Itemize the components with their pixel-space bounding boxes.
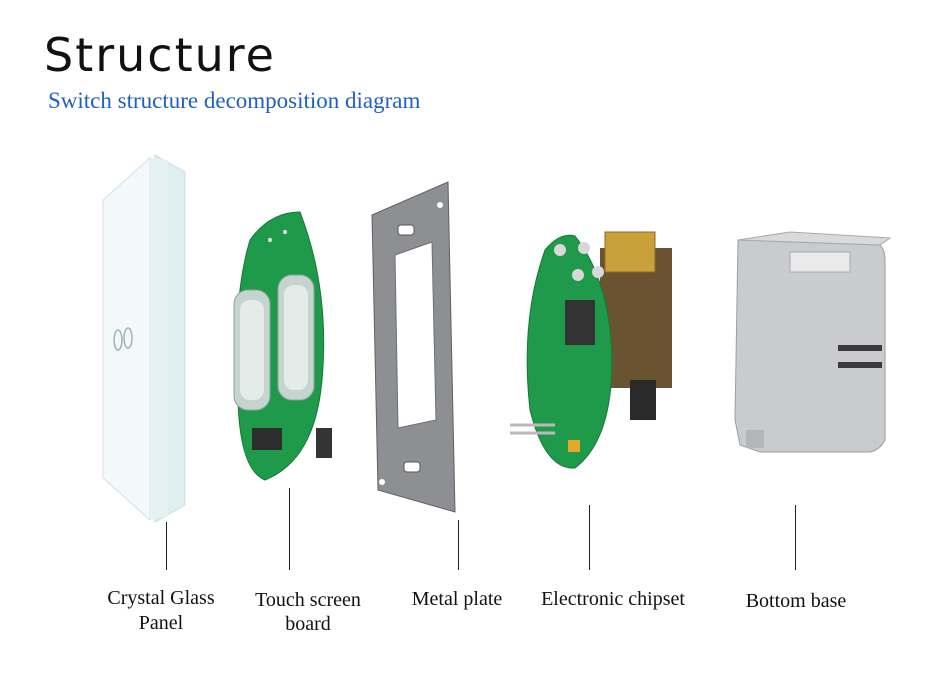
label-electronic-chipset: Electronic chipset [528,587,698,612]
touch-screen-board-image [233,211,332,481]
label-line-2: Panel [138,612,184,634]
page-subtitle: Switch structure decomposition diagram [48,88,421,113]
crystal-glass-leader-line [166,522,167,570]
crystal-glass-panel-image [102,154,186,523]
page-title: Structure [44,28,276,82]
electronic-chipset-image [510,231,672,469]
metal-plate-leader-line [458,520,459,570]
bottom-base-leader-line [795,505,796,570]
label-line-1: Crystal Glass [107,587,215,609]
label-line-1: Bottom base [745,590,847,612]
bottom-base-image [734,231,892,453]
label-crystal-glass-panel: Crystal Glass Panel [76,586,246,636]
label-bottom-base: Bottom base [711,589,881,614]
label-line-1: Metal plate [411,588,503,610]
label-touch-screen-board: Touch screen board [223,588,393,636]
label-line-1: Touch screen [255,589,361,611]
label-metal-plate: Metal plate [372,587,542,612]
metal-plate-image [371,181,456,513]
label-line-1: Electronic chipset [541,588,685,610]
touch-screen-leader-line [289,488,290,570]
label-line-2: board [285,613,331,635]
chipset-leader-line [589,505,590,570]
